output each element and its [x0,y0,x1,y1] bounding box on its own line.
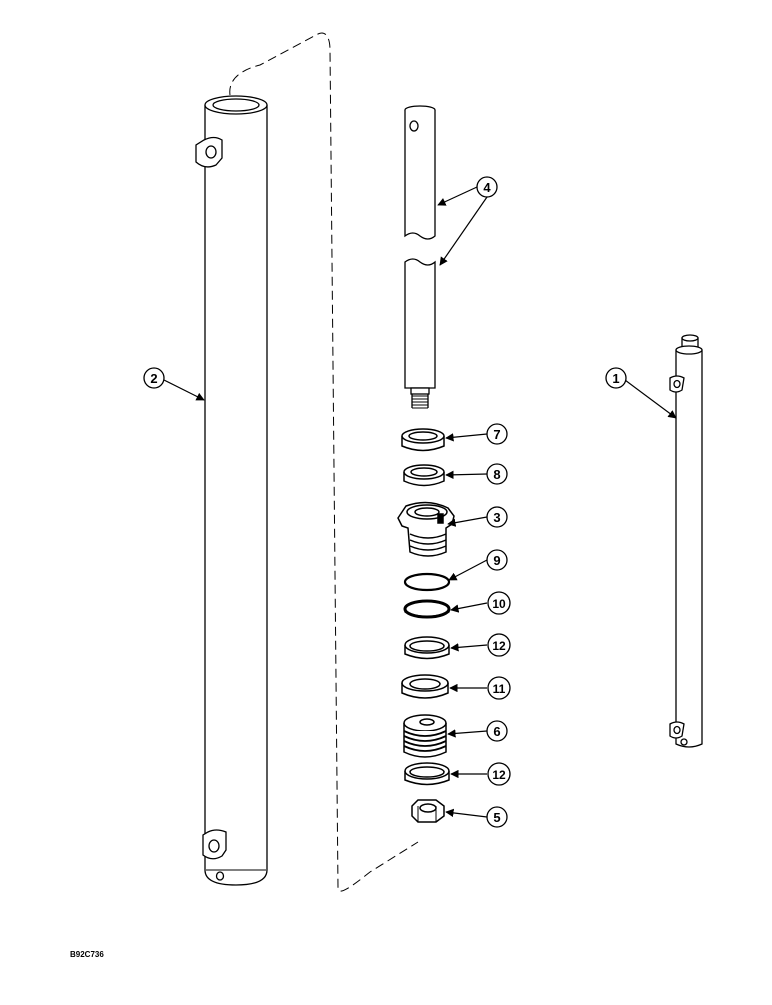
callout-6: 6 [486,720,508,742]
part-12-ring-upper [404,636,450,660]
part-11-seal [401,674,449,699]
callout-1-label: 1 [612,371,619,386]
part-7-seal [401,428,445,452]
callout-10: 10 [487,591,511,615]
callout-8: 8 [486,463,508,485]
callout-9-label: 9 [493,553,500,568]
callout-11-label: 11 [493,682,506,696]
leader-8 [445,470,488,480]
leader-1 [624,379,677,419]
leader-3 [447,516,488,527]
leader-12a [450,643,488,652]
callout-5-label: 5 [493,810,500,825]
callout-3: 3 [486,506,508,528]
leader-10 [450,602,488,613]
callout-2: 2 [143,367,165,389]
part-12-ring-lower [404,762,450,786]
leader-6 [447,729,488,738]
leader-9 [448,559,488,581]
leader-4b [439,196,488,266]
part-9-o-ring [403,572,451,592]
callout-6-label: 6 [493,724,500,739]
callout-3-label: 3 [493,510,500,525]
callout-8-label: 8 [493,467,500,482]
callout-12-lower: 12 [487,762,511,786]
callout-11: 11 [487,676,511,700]
leader-2 [163,379,205,401]
part-6-piston [403,714,447,758]
leader-4a [437,186,478,206]
figure-code: B92C736 [70,950,104,959]
piston-rod [404,105,436,409]
leader-7 [445,433,488,442]
callout-9: 9 [486,549,508,571]
callout-bubbles: 2 1 4 7 8 3 9 10 [143,176,627,828]
part-1-assembled-cylinder [669,334,703,748]
leader-5 [445,808,488,818]
callout-5: 5 [486,806,508,828]
part-8-ring [403,464,445,487]
part-3-gland [397,501,455,557]
part-5-nut [411,799,445,823]
callout-12-lower-label: 12 [492,768,506,782]
callout-1: 1 [605,367,627,389]
callout-12-upper-label: 12 [492,639,506,653]
callout-7-label: 7 [493,427,500,442]
callout-10-label: 10 [492,597,506,611]
leader-lines [163,186,677,818]
callout-4-label: 4 [483,180,491,195]
cylinder-barrel [195,95,268,886]
callout-12-upper: 12 [487,633,511,657]
part-10-backup-ring [403,599,451,619]
callout-4: 4 [476,176,498,198]
callout-2-label: 2 [150,371,157,386]
callout-7: 7 [486,423,508,445]
